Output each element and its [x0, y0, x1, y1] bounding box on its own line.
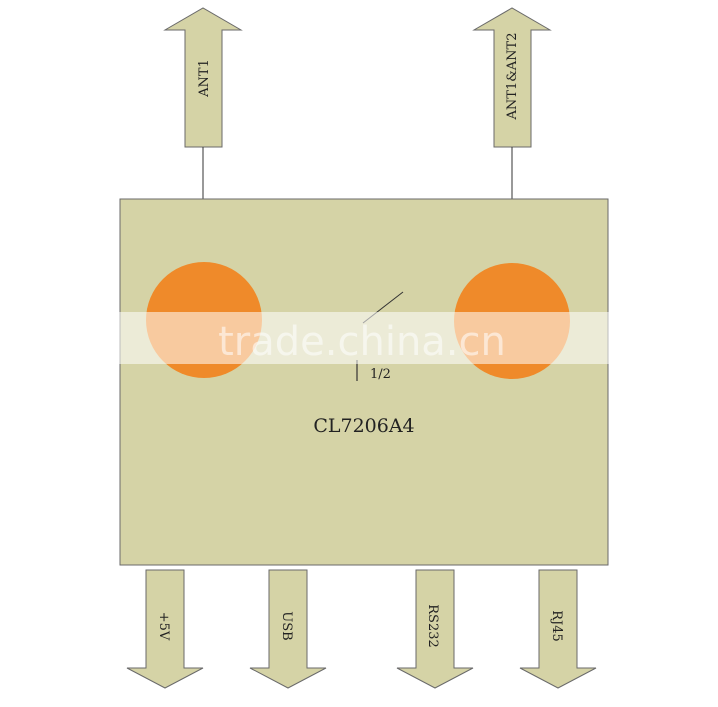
watermark-band	[112, 312, 612, 364]
usb-arrow-shape	[249, 569, 327, 689]
power-label: +5V	[156, 612, 171, 641]
rs232-label: RS232	[425, 604, 440, 648]
power-arrow-shape	[126, 569, 204, 689]
ant1-ant2-up-arrow: ANT1&ANT2	[472, 7, 552, 148]
ant1-ant2-label: ANT1&ANT2	[505, 33, 520, 121]
ant1-label: ANT1	[197, 59, 212, 98]
rs232-arrow-shape	[396, 569, 474, 689]
ant1-ant2-arrow-shape	[472, 7, 552, 148]
ant1-up-arrow: ANT1	[163, 7, 243, 148]
ant1-arrow-shape	[163, 7, 243, 148]
rs232-down-arrow: RS232	[396, 569, 474, 689]
reader-module-box	[119, 198, 609, 566]
switch-label: 1/2	[370, 367, 391, 382]
rj45-label: RJ45	[549, 610, 564, 642]
usb-label: USB	[279, 611, 294, 640]
usb-down-arrow: USB	[249, 569, 327, 689]
rj45-arrow-shape	[519, 569, 597, 689]
power-down-arrow: +5V	[126, 569, 204, 689]
rj45-down-arrow: RJ45	[519, 569, 597, 689]
watermark-text: trade.china.cn	[218, 319, 506, 365]
module-label: CL7206A4	[313, 415, 414, 437]
